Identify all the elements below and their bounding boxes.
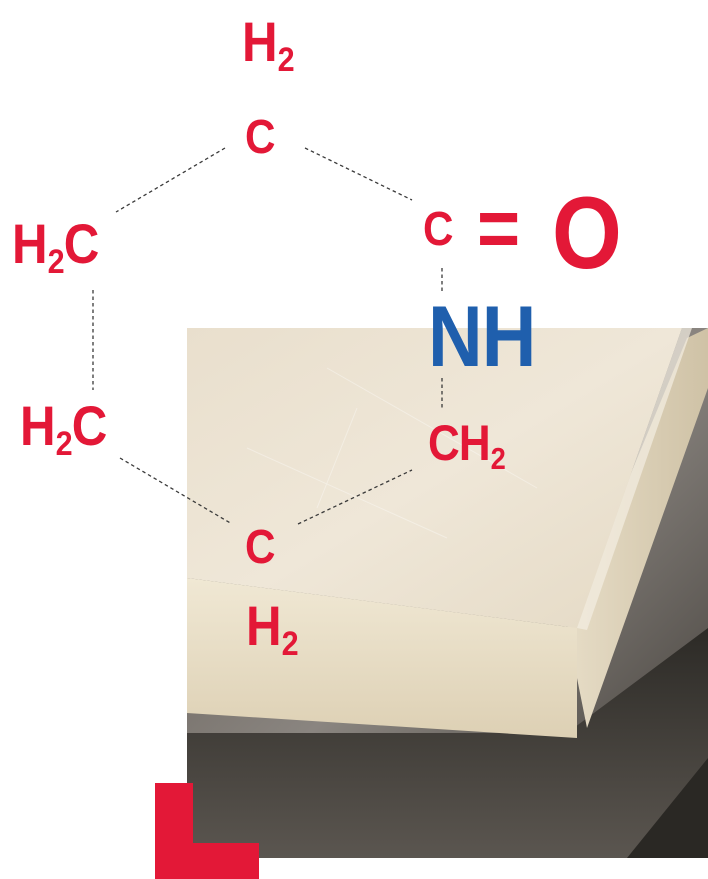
carbonyl-carbon: C xyxy=(423,203,454,256)
l-logo-mark xyxy=(155,783,259,879)
nylon-block-photo xyxy=(187,328,708,858)
atom-top-h: H xyxy=(242,10,278,73)
atom-left-upper-c: C xyxy=(63,212,100,275)
oxygen-label: O xyxy=(552,176,622,290)
atom-bottom-h2: H2 xyxy=(246,598,299,662)
atom-top-c-label: C xyxy=(245,111,276,164)
photo-dark-corner xyxy=(627,758,708,858)
atom-methylene: CH2 xyxy=(428,415,506,474)
double-bond-symbol: = xyxy=(477,181,520,275)
amine-label: NH xyxy=(428,289,536,385)
atom-carbonyl-c: C xyxy=(423,203,454,256)
bond-top-to-carbonyl xyxy=(304,147,413,201)
double-bond: = xyxy=(477,186,520,270)
atom-left-upper-h: H xyxy=(12,212,48,275)
methylene-sub: 2 xyxy=(490,440,506,476)
atom-top-c: C xyxy=(245,111,276,164)
block-shadow xyxy=(187,628,708,858)
atom-left-lower-h: H xyxy=(20,394,56,457)
atom-amine: NH xyxy=(428,294,536,380)
bond-top-to-left-upper xyxy=(115,147,226,213)
atom-bottom-h: H xyxy=(246,594,282,657)
block-top-face xyxy=(187,328,682,628)
l-logo-shape xyxy=(155,783,259,879)
atom-left-upper-sub: 2 xyxy=(47,242,65,281)
atom-bottom-h-count: 2 xyxy=(281,624,299,663)
atom-left-upper: H2C xyxy=(12,216,99,280)
atom-oxygen: O xyxy=(552,182,622,284)
block-front-face xyxy=(187,578,577,738)
atom-top-h-count: 2 xyxy=(277,40,295,79)
atom-left-lower-sub: 2 xyxy=(55,424,73,463)
atom-bottom-c-label: C xyxy=(245,521,276,574)
block-side-face xyxy=(567,328,708,728)
block-edge-highlight xyxy=(577,328,692,630)
atom-bottom-c: C xyxy=(245,521,276,574)
atom-left-lower: H2C xyxy=(20,398,107,462)
atom-left-lower-c: C xyxy=(71,394,108,457)
atom-top-h2: H2 xyxy=(242,14,295,78)
photo-graphic xyxy=(187,328,708,858)
methylene-ch: CH xyxy=(428,415,491,471)
